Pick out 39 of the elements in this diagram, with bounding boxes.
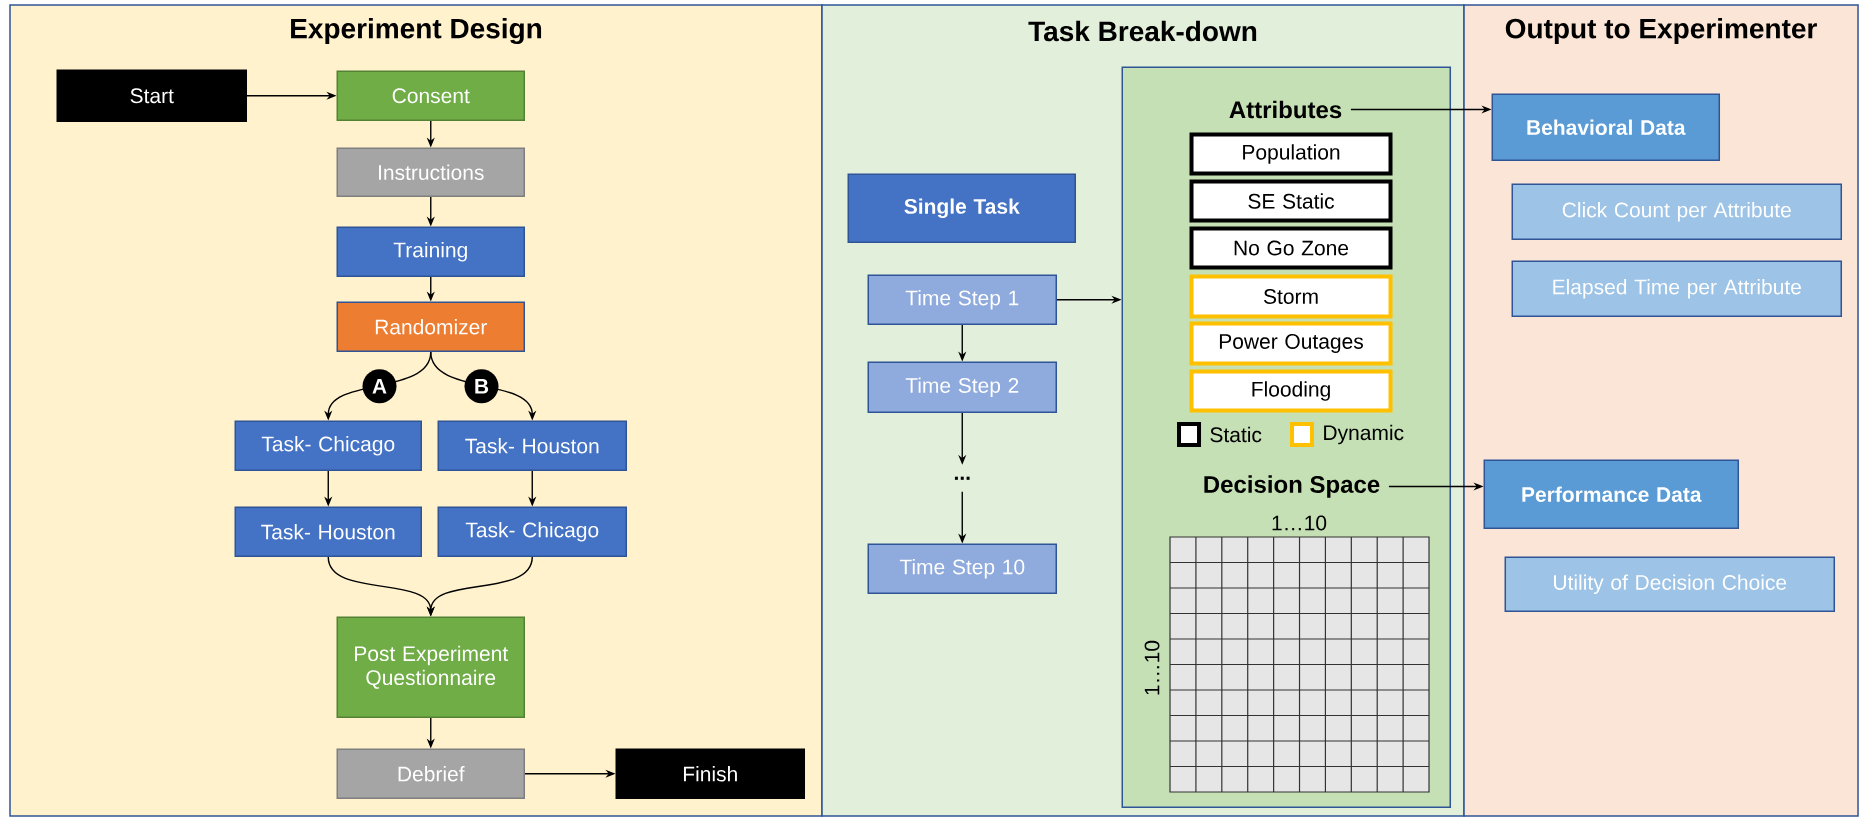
edge-label: A: [362, 369, 397, 404]
item-box: Elapsed Time per Attribute: [1511, 260, 1843, 317]
axis-label: 1…10: [1272, 515, 1327, 531]
panel-title: Experiment Design: [291, 17, 542, 45]
start-box: Start: [56, 69, 247, 122]
step-box: Time Step 2: [867, 361, 1057, 413]
process-box: Instructions: [336, 147, 525, 197]
heading: Decision Space: [1204, 475, 1380, 498]
process-box: Task- Houston: [234, 506, 422, 557]
item-box: Utility of Decision Choice: [1504, 556, 1835, 612]
legend-label: Static: [1210, 426, 1262, 443]
item-box: Click Count per Attribute: [1511, 183, 1843, 240]
process-box: Training: [336, 226, 525, 277]
axis-label: 1…10: [1144, 640, 1160, 695]
data-box: Performance Data: [1483, 459, 1739, 529]
attribute-box: Population: [1189, 132, 1393, 176]
panel-title: Output to Experimenter: [1505, 17, 1817, 45]
process-box: Consent: [336, 70, 525, 121]
ellipsis: ...: [954, 476, 970, 480]
attribute-box: Storm: [1189, 274, 1393, 319]
process-box: Post Experiment Questionnaire: [336, 616, 525, 718]
step-box: Time Step 1: [867, 274, 1057, 325]
step-box: Time Step 10: [867, 543, 1057, 594]
attribute-box: No Go Zone: [1189, 226, 1393, 270]
attribute-box: Flooding: [1189, 369, 1393, 413]
legend-label: Dynamic: [1324, 424, 1404, 445]
process-box: Debrief: [336, 748, 525, 799]
data-box: Behavioral Data: [1491, 93, 1720, 161]
task-box: Single Task: [847, 173, 1076, 243]
process-box: Randomizer: [336, 301, 525, 352]
process-box: Task- Chicago: [234, 420, 422, 471]
panel-title: Task Break-down: [1028, 20, 1257, 42]
heading: Attributes: [1229, 100, 1342, 119]
process-box: Task- Chicago: [437, 506, 627, 557]
attribute-box: SE Static: [1189, 179, 1393, 223]
edge-label: B: [464, 369, 499, 404]
process-box: Task- Houston: [437, 420, 627, 471]
attribute-box: Power Outages: [1189, 321, 1393, 366]
end-box: Finish: [615, 748, 805, 799]
